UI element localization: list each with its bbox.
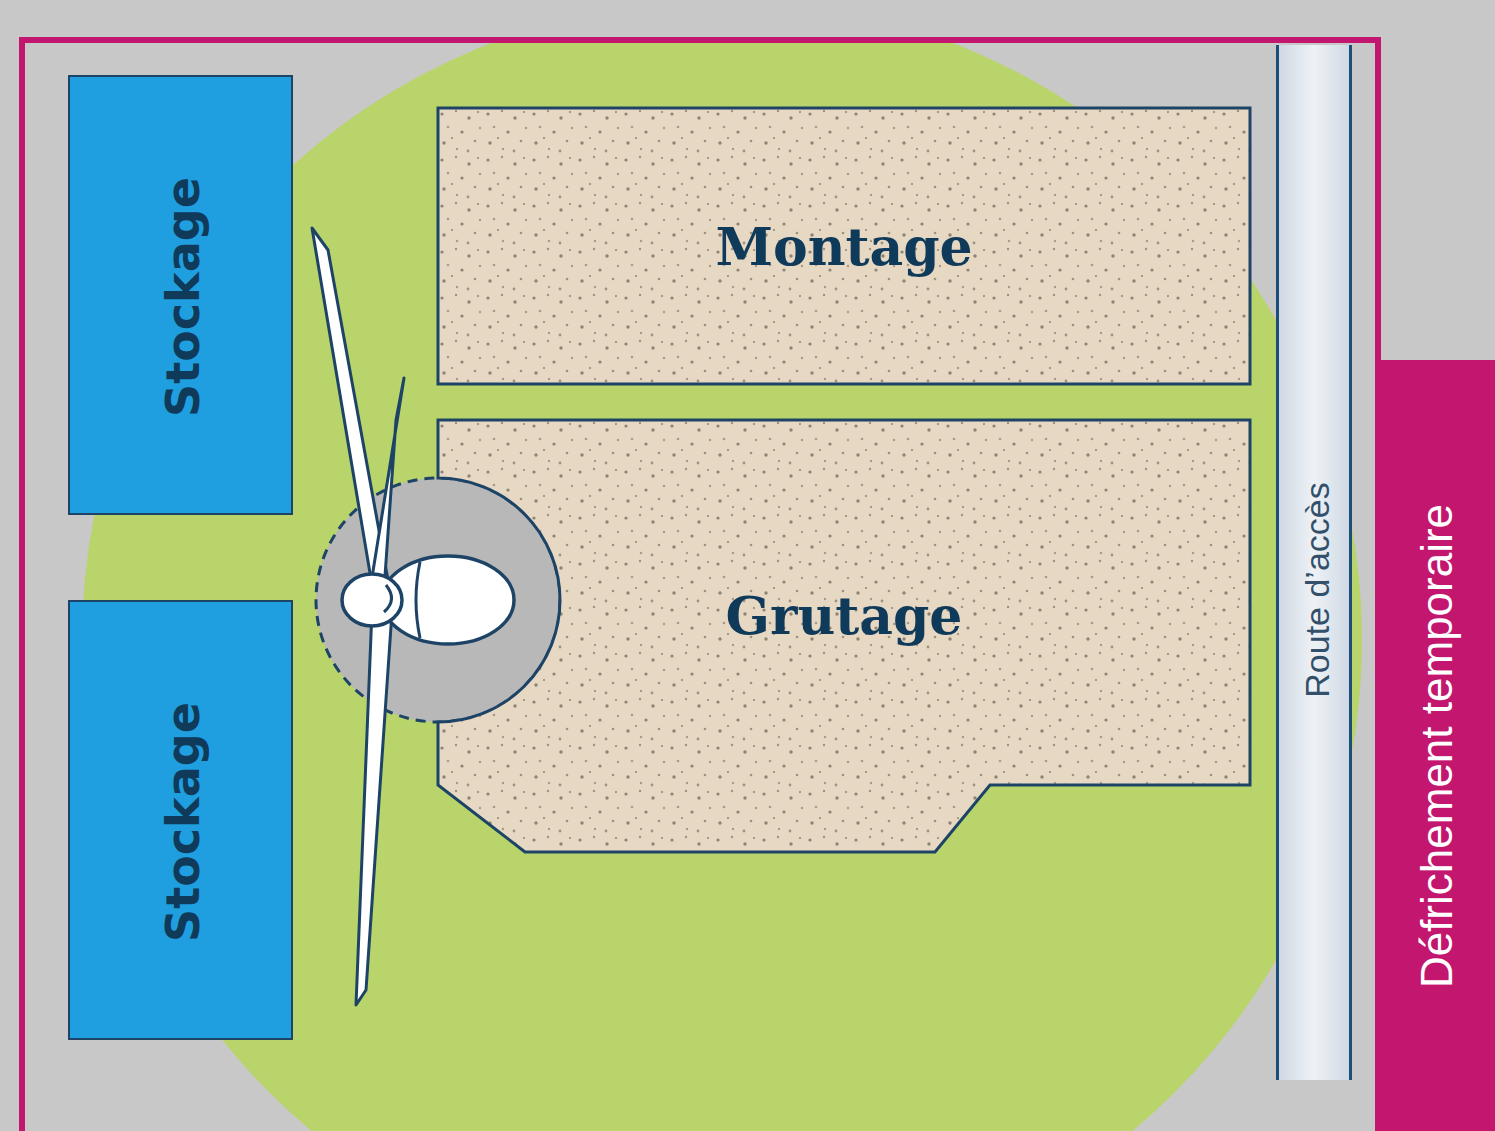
area-label: Grutage	[726, 585, 963, 646]
site-border	[22, 40, 1378, 1131]
crane-area: Grutage	[438, 420, 1250, 852]
area-label: Défrichement temporaire	[1412, 503, 1462, 987]
hub-line	[384, 585, 392, 612]
turbine-blade	[312, 228, 388, 585]
area-label: Montage	[715, 216, 972, 277]
turbine-hub	[342, 574, 402, 626]
area-label: Stockage	[156, 702, 210, 942]
access-road: Route d’accès	[1276, 45, 1352, 1080]
nacelle-line	[416, 562, 420, 638]
area-label: Route d’accès	[1298, 482, 1337, 697]
turbine-blade	[356, 610, 392, 1005]
turbine-blade	[370, 378, 404, 590]
storage-area: Stockage	[68, 600, 293, 1040]
temporary-clearing-band: Défrichement temporaire	[1378, 360, 1495, 1131]
area-label: Stockage	[156, 177, 210, 417]
gravel-surface	[438, 108, 1250, 384]
assembly-area: Montage	[438, 108, 1250, 384]
gravel-surface	[438, 420, 1250, 852]
storage-area: Stockage	[68, 75, 293, 515]
